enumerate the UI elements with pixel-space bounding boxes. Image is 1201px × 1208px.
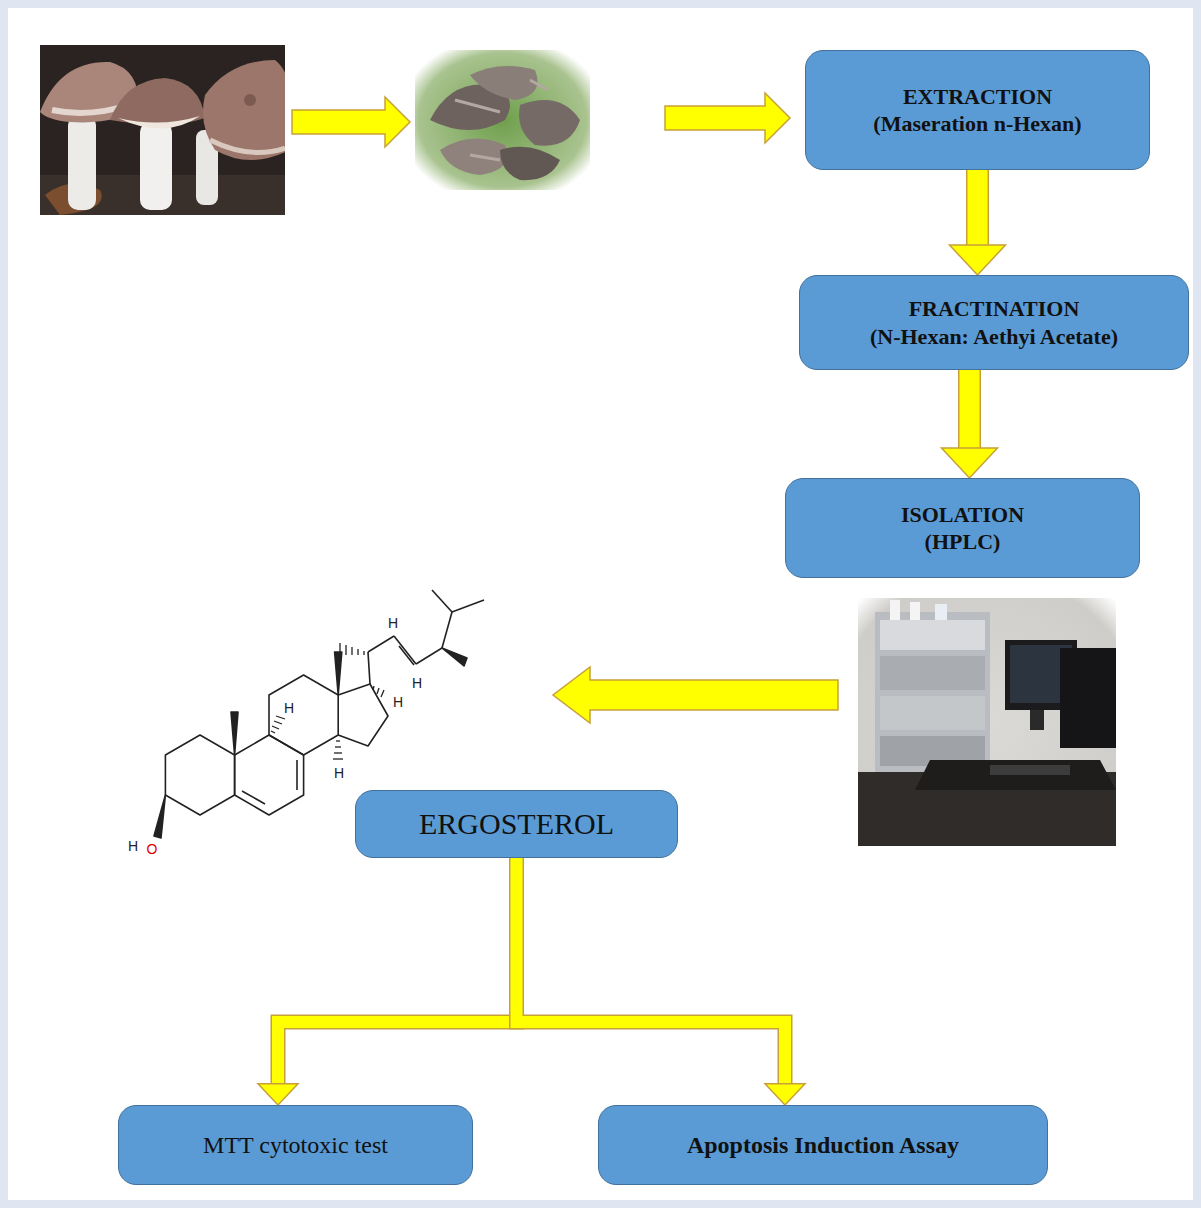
box-heading: Apoptosis Induction Assay [687, 1130, 959, 1160]
arrow-shaft [278, 858, 517, 1086]
mushroom-photo [40, 45, 285, 215]
process-box: Apoptosis Induction Assay [598, 1105, 1048, 1185]
flow-arrow [950, 170, 1006, 275]
box-subtext: (N-Hexan: Aethyi Acetate) [870, 323, 1118, 351]
process-box: ERGOSTEROL [355, 790, 678, 858]
arrow-shaft [517, 858, 786, 1086]
process-box: MTT cytotoxic test [118, 1105, 473, 1185]
process-box: FRACTINATION(N-Hexan: Aethyi Acetate) [799, 275, 1189, 370]
arrow-head [942, 448, 998, 478]
atom-label: H [392, 695, 404, 709]
process-box: ISOLATION(HPLC) [785, 478, 1140, 578]
flow-arrow [942, 370, 998, 478]
box-heading: FRACTINATION [909, 295, 1080, 323]
box-heading: EXTRACTION [903, 83, 1052, 111]
box-subtext: (HPLC) [925, 528, 1001, 556]
arrow-outline [966, 170, 989, 247]
flow-arrow [258, 858, 517, 1105]
box-heading: ERGOSTEROL [419, 805, 614, 843]
process-arrow [665, 93, 790, 143]
hplc-photo [858, 598, 1116, 846]
box-subtext: (Maseration n-Hexan) [873, 110, 1081, 138]
atom-label: H [333, 766, 345, 780]
atom-label: H [283, 701, 295, 715]
atom-label: O [146, 842, 159, 856]
arrow-outline [517, 858, 786, 1086]
box-heading: ISOLATION [901, 501, 1024, 529]
box-heading: MTT cytotoxic test [203, 1130, 388, 1160]
atom-label: H [127, 839, 139, 853]
arrow-head [765, 1084, 805, 1105]
arrow-shaft [968, 170, 988, 247]
process-arrow [292, 97, 410, 147]
atom-label: H [411, 676, 423, 690]
process-arrow [553, 667, 838, 723]
dried-mushroom-photo [415, 50, 590, 190]
atom-label: H [387, 616, 399, 630]
arrow-head [950, 245, 1006, 275]
arrow-outline [278, 858, 517, 1086]
arrow-shaft [960, 370, 980, 450]
arrow-outline [958, 370, 981, 450]
flow-arrow [517, 858, 806, 1105]
process-box: EXTRACTION(Maseration n-Hexan) [805, 50, 1150, 170]
arrow-head [258, 1084, 298, 1105]
